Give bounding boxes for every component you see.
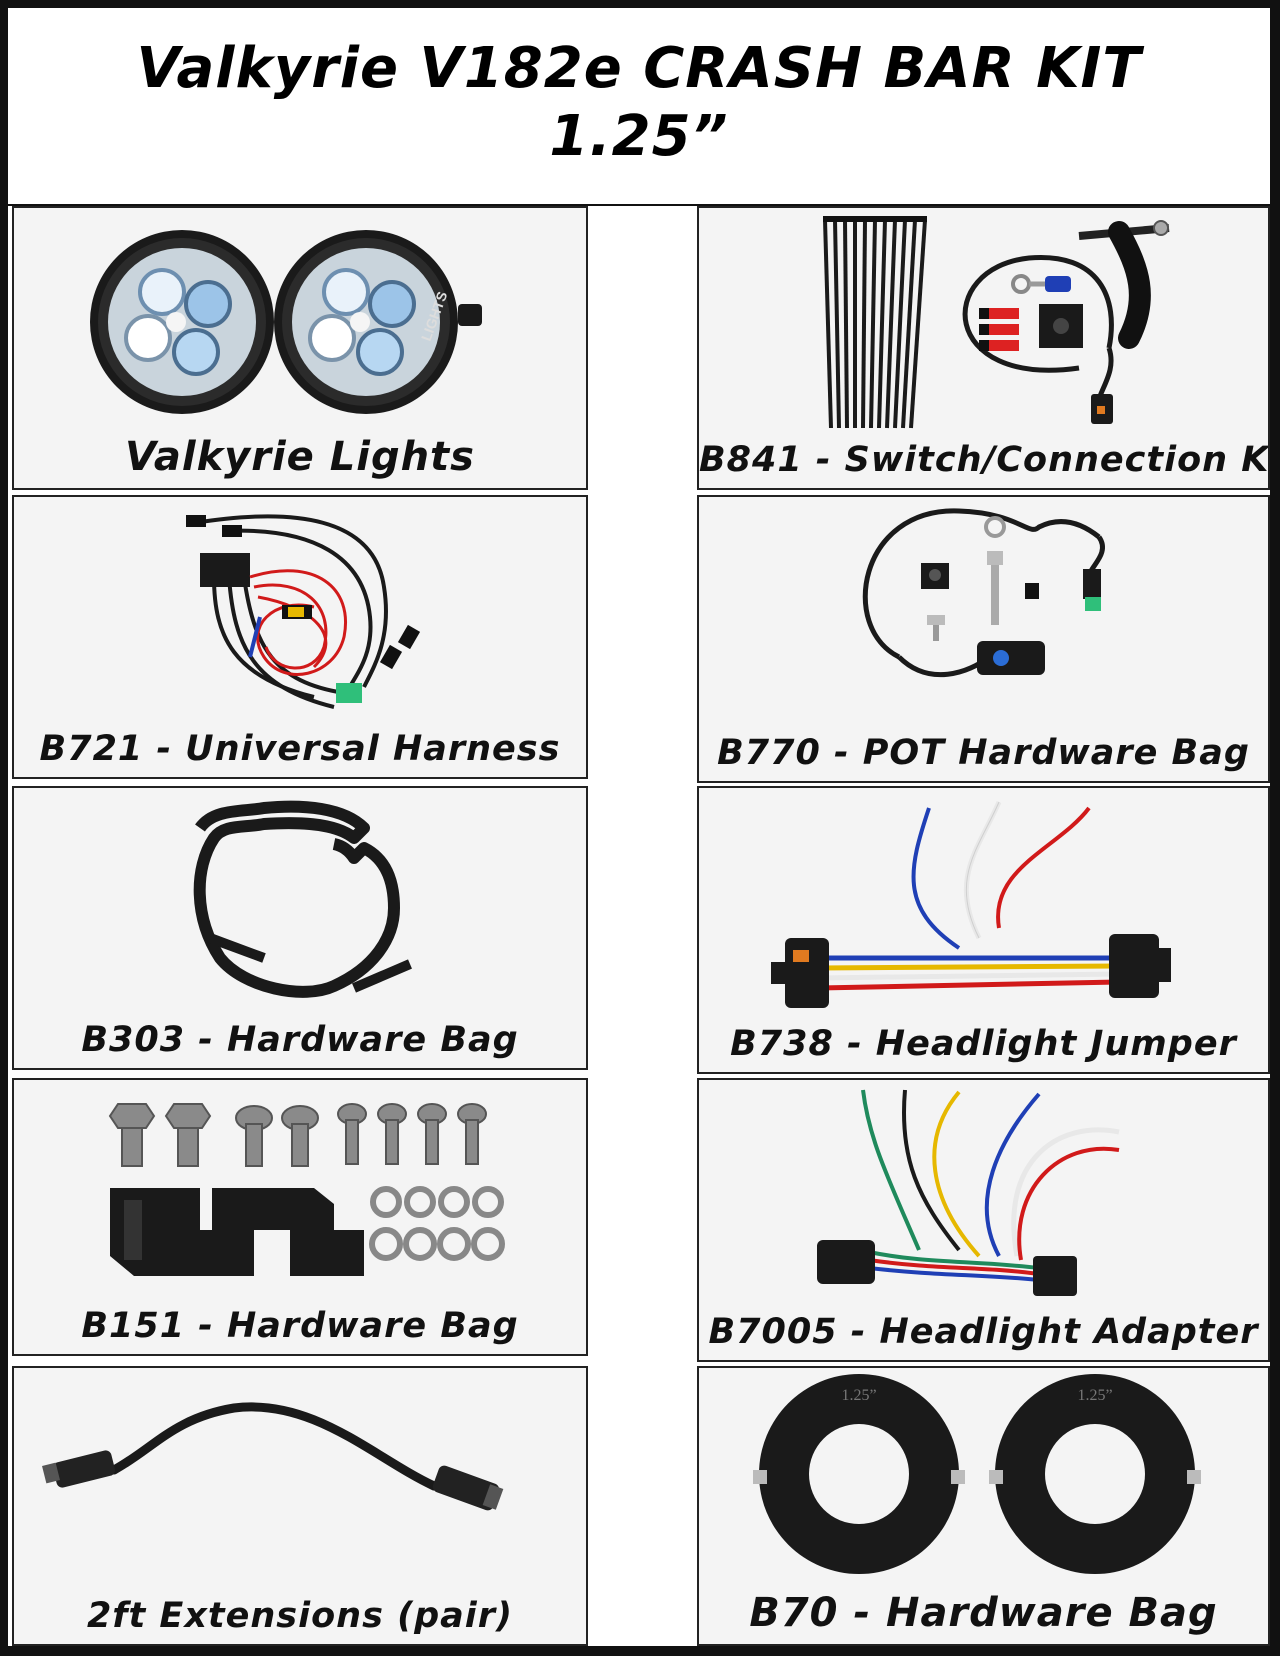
panel-label: B70 - Hardware Bag (749, 1590, 1218, 1636)
adapter-icon (699, 1080, 1268, 1300)
ring-size-text: 1.25” (1077, 1387, 1112, 1404)
panel-label: B770 - POT Hardware Bag (717, 733, 1250, 773)
page-subtitle-size: 1.25” (549, 104, 729, 169)
jumper-icon (699, 788, 1268, 1012)
panel-b70: 1.25” 1.25” B70 - Hardware Bag (697, 1366, 1270, 1646)
panel-b721: B721 - Universal Harness (12, 495, 588, 779)
pot-kit-icon (699, 497, 1268, 721)
ring-size-text: 1.25” (841, 1387, 876, 1404)
page-header: Valkyrie V182e CRASH BAR KIT 1.25” (8, 8, 1270, 206)
clamp-ring-icon: 1.25” 1.25” (699, 1368, 1268, 1584)
panel-label: B721 - Universal Harness (39, 729, 561, 769)
panel-valkyrie-lights: LIGHTS Valkyrie Lights (12, 206, 588, 490)
panel-b770: B770 - POT Hardware Bag (697, 495, 1270, 783)
panel-b303: B303 - Hardware Bag (12, 786, 588, 1070)
panel-label: Valkyrie Lights (125, 434, 475, 480)
page-title: Valkyrie V182e CRASH BAR KIT (136, 36, 1142, 101)
panel-extensions: 2ft Extensions (pair) (12, 1366, 588, 1646)
light-pair-icon: LIGHTS (14, 208, 586, 428)
panel-label: B303 - Hardware Bag (81, 1020, 519, 1060)
panel-label: B151 - Hardware Bag (81, 1306, 519, 1346)
panel-b841: B841 - Switch/Connection Kit (697, 206, 1270, 490)
panel-label: B841 - Switch/Connection Kit (699, 440, 1270, 480)
panel-label: 2ft Extensions (pair) (86, 1596, 514, 1636)
extension-cable-icon (14, 1368, 586, 1584)
panel-label: B738 - Headlight Jumper (730, 1024, 1237, 1064)
bolts-icon (14, 1080, 586, 1294)
panel-b738: B738 - Headlight Jumper (697, 786, 1270, 1074)
panel-b7005: B7005 - Headlight Adapter (697, 1078, 1270, 1362)
panel-label: B7005 - Headlight Adapter (708, 1312, 1259, 1352)
panel-b151: B151 - Hardware Bag (12, 1078, 588, 1356)
harness-icon (14, 497, 586, 717)
bracket-icon (14, 788, 586, 1008)
switch-kit-icon (699, 208, 1268, 429)
